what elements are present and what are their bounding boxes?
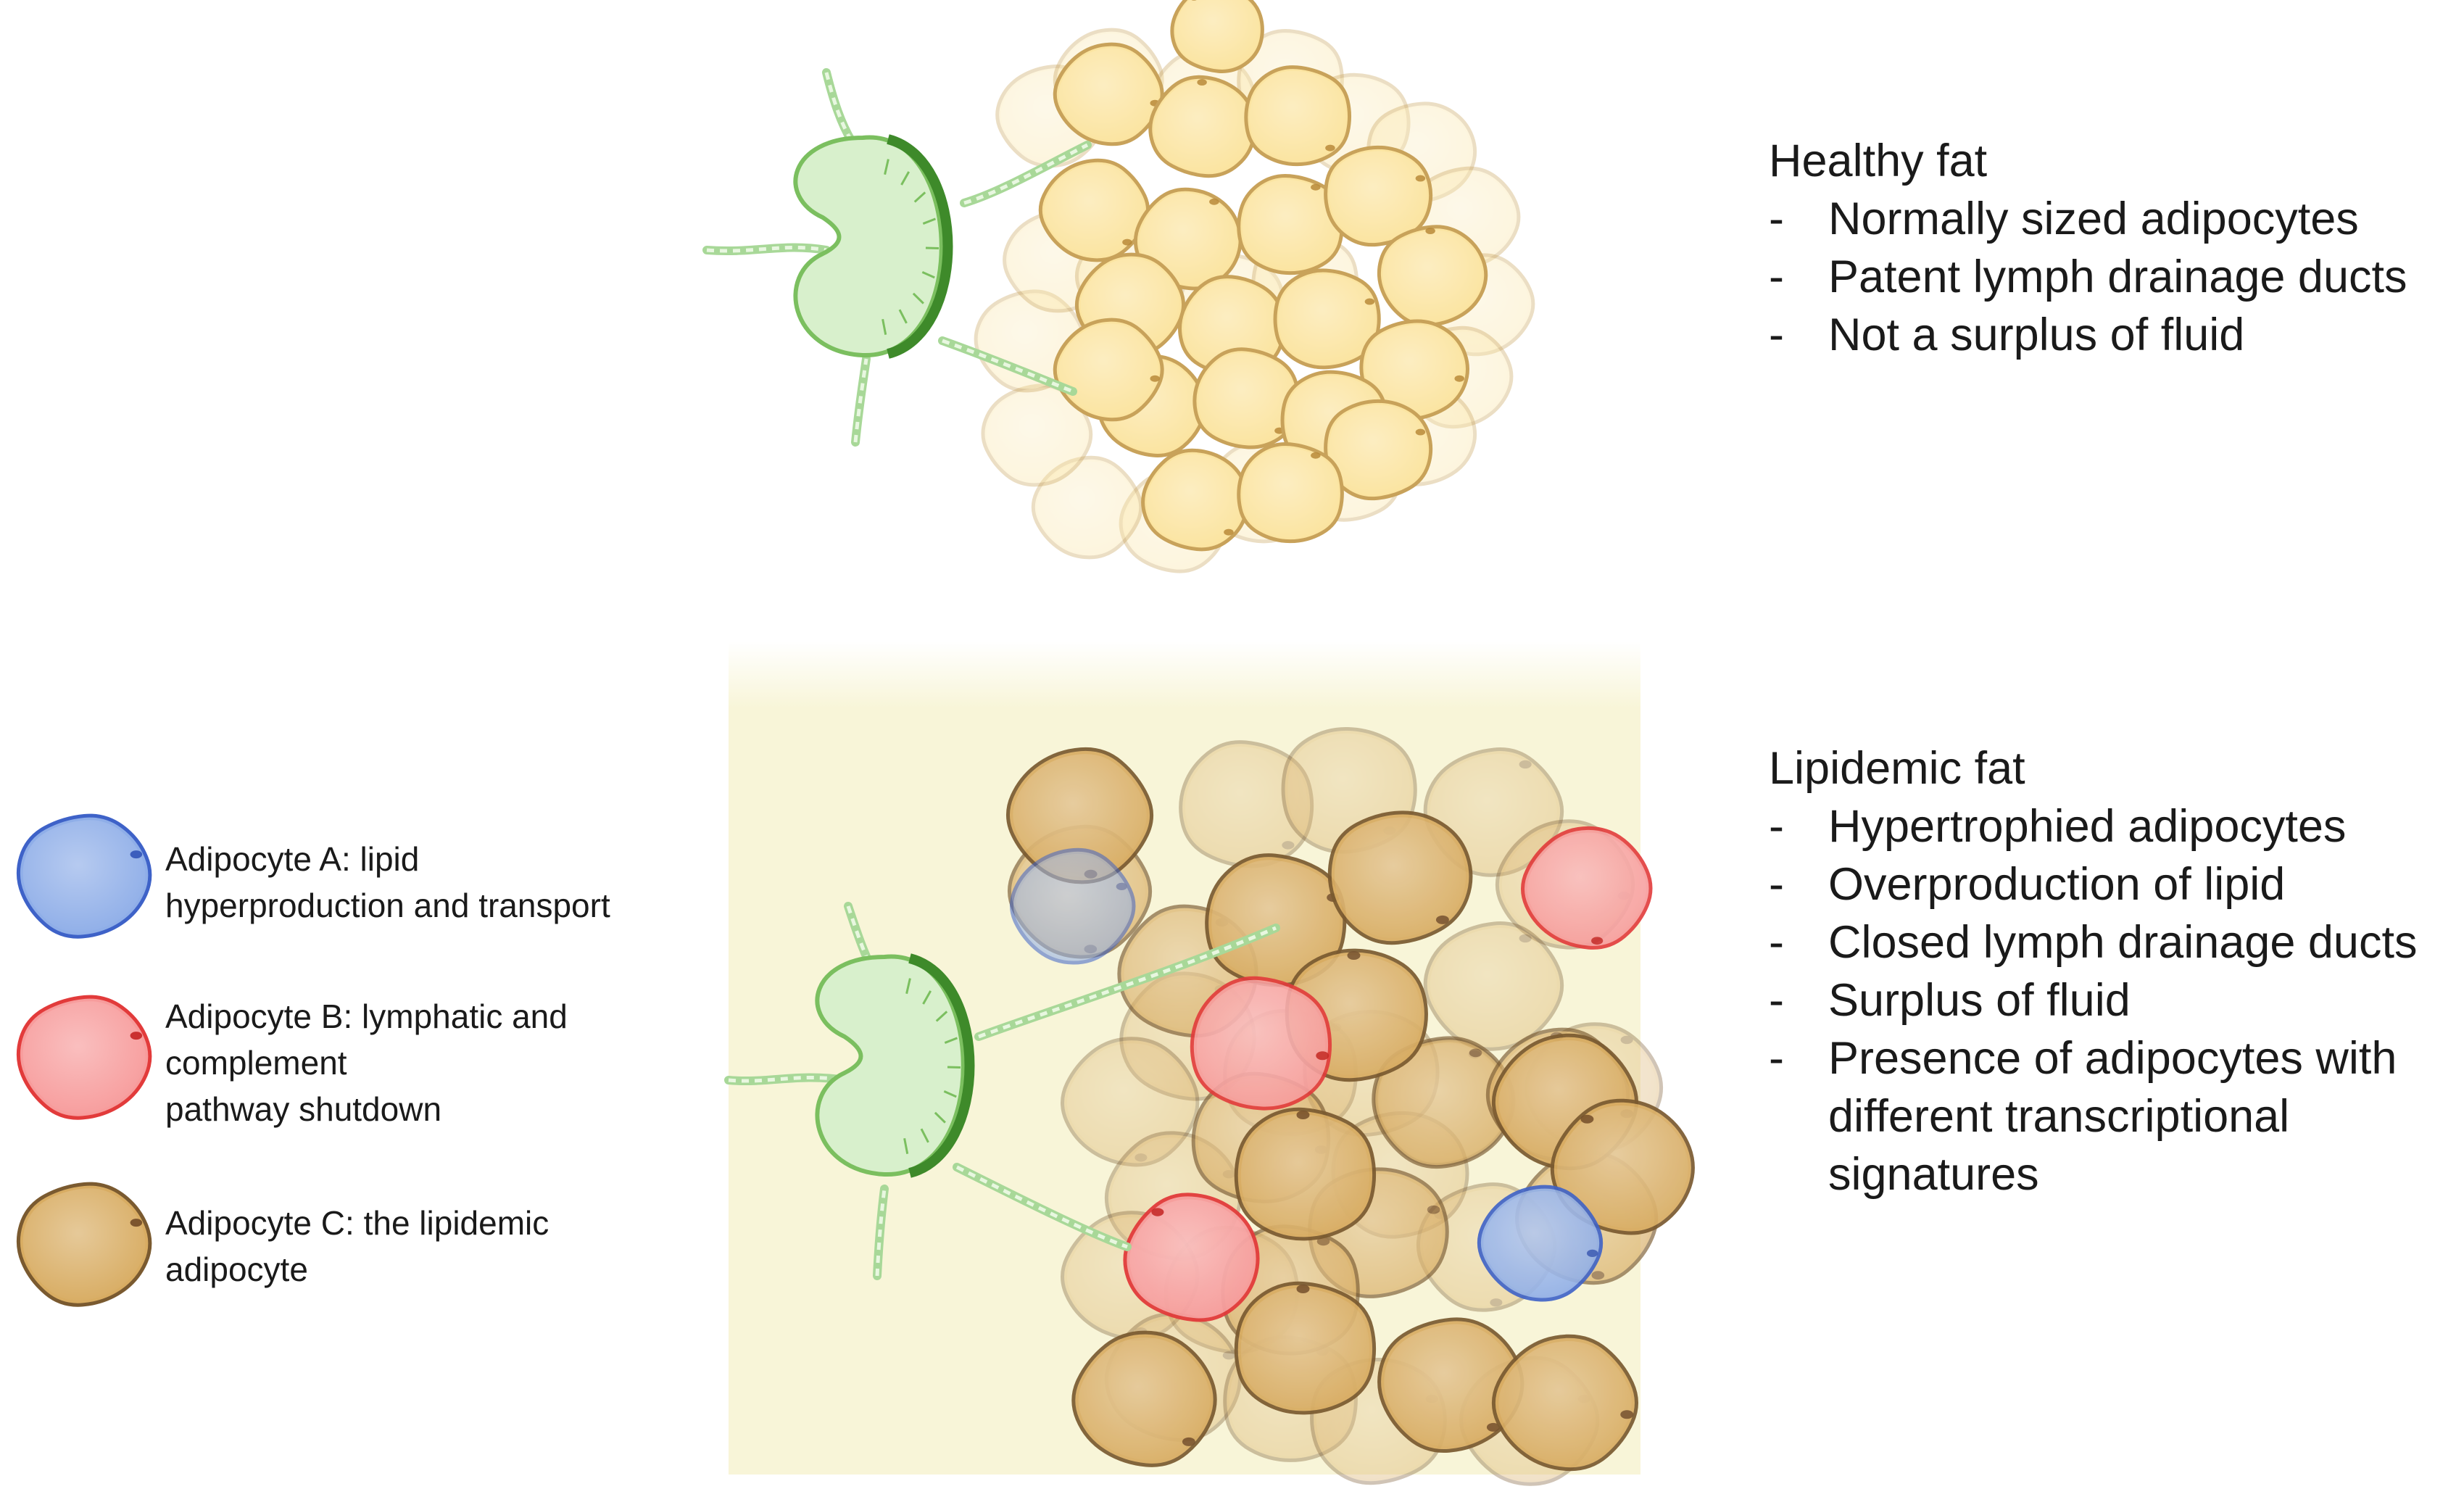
legend-label-adipocyte-a: Adipocyte A: lipid hyperproduction and t… bbox=[165, 840, 610, 924]
adipocyte-icon bbox=[1372, 1036, 1516, 1169]
adipocyte-icon bbox=[1324, 399, 1433, 501]
adipocyte-icon bbox=[1053, 42, 1164, 146]
lipidemic-fat-list: -Hypertrophied adipocytes -Overproductio… bbox=[1769, 797, 2417, 1203]
adipocyte-c-icon bbox=[16, 1182, 152, 1307]
legend-label-adipocyte-b: Adipocyte B: lymphatic and complement pa… bbox=[165, 997, 568, 1128]
adipocyte-icon bbox=[1179, 740, 1314, 868]
list-item: -Normally sized adipocytes bbox=[1769, 194, 2359, 244]
adipocyte-icon bbox=[1273, 268, 1381, 370]
lymph-node-icon bbox=[793, 135, 944, 358]
adipocyte-icon bbox=[1491, 1334, 1638, 1472]
adipocyte-a-icon bbox=[16, 813, 152, 939]
adipocyte-b-icon bbox=[16, 995, 152, 1120]
adipocyte-icon bbox=[1377, 225, 1488, 327]
list-item: -Patent lymph drainage ducts bbox=[1769, 252, 2407, 302]
lipidemic-fat-heading: Lipidemic fat bbox=[1769, 743, 2025, 794]
adipocyte-icon bbox=[1141, 448, 1250, 552]
adipocyte-b-icon bbox=[1521, 826, 1653, 950]
healthy-lymph-node bbox=[702, 68, 1092, 447]
lipidemic-lymph-node bbox=[724, 902, 1280, 1280]
adipocyte-icon bbox=[1071, 1330, 1217, 1467]
adipocyte-icon bbox=[1148, 75, 1257, 178]
healthy-fat-heading: Healthy fat bbox=[1769, 136, 1988, 186]
healthy-fat-description: Healthy fat -Normally sized adipocytes -… bbox=[1769, 132, 2407, 364]
list-item: -Surplus of fluid bbox=[1769, 975, 2131, 1026]
legend-icons bbox=[16, 813, 152, 1307]
adipocyte-icon bbox=[1237, 173, 1344, 275]
list-item: -Presence of adipocytes with different t… bbox=[1769, 1033, 2397, 1200]
adipocyte-icon bbox=[1031, 455, 1143, 560]
healthy-fat-cluster bbox=[974, 0, 1535, 573]
lymph-vessel bbox=[822, 68, 856, 146]
adipocyte-icon bbox=[1324, 145, 1433, 247]
legend-label-adipocyte-c: Adipocyte C: the lipidemic adipocyte bbox=[165, 1204, 549, 1288]
adipocyte-icon bbox=[1244, 65, 1352, 167]
adipocyte-icon bbox=[1359, 319, 1469, 421]
list-item: -Hypertrophied adipocytes bbox=[1769, 801, 2347, 852]
lymph-node-icon bbox=[815, 954, 966, 1177]
adipocyte-icon bbox=[1053, 318, 1164, 422]
adipocyte-a-icon bbox=[1477, 1185, 1604, 1302]
adipocyte-b-icon bbox=[1190, 976, 1332, 1111]
lipidemic-fat-cluster bbox=[1005, 727, 1695, 1486]
adipocyte-icon bbox=[1061, 1037, 1200, 1167]
adipocyte-icon bbox=[1234, 1281, 1377, 1415]
list-item: -Closed lymph drainage ducts bbox=[1769, 917, 2418, 968]
list-item: -Overproduction of lipid bbox=[1769, 859, 2286, 910]
adipocyte-icon bbox=[1205, 853, 1347, 987]
adipocyte-icon bbox=[1234, 1107, 1377, 1241]
adipocyte-icon bbox=[1377, 1317, 1525, 1453]
adipocyte-icon bbox=[1038, 158, 1150, 262]
adipocyte-icon bbox=[1005, 747, 1154, 884]
healthy-fat-list: -Normally sized adipocytes -Patent lymph… bbox=[1769, 190, 2407, 364]
adipocyte-icon bbox=[1327, 810, 1473, 945]
adipocyte-icon bbox=[1170, 0, 1264, 73]
adipocyte-icon bbox=[1237, 441, 1344, 544]
adipocyte-b-icon bbox=[1123, 1193, 1260, 1322]
list-item: -Not a surplus of fluid bbox=[1769, 310, 2245, 360]
adipocyte-a-icon bbox=[1009, 847, 1136, 965]
adipocyte-icon bbox=[1423, 921, 1564, 1051]
adipocyte-icon bbox=[981, 383, 1093, 487]
adipocyte-icon bbox=[1192, 347, 1301, 449]
lipidemic-fat-description: Lipidemic fat -Hypertrophied adipocytes … bbox=[1769, 739, 2417, 1203]
